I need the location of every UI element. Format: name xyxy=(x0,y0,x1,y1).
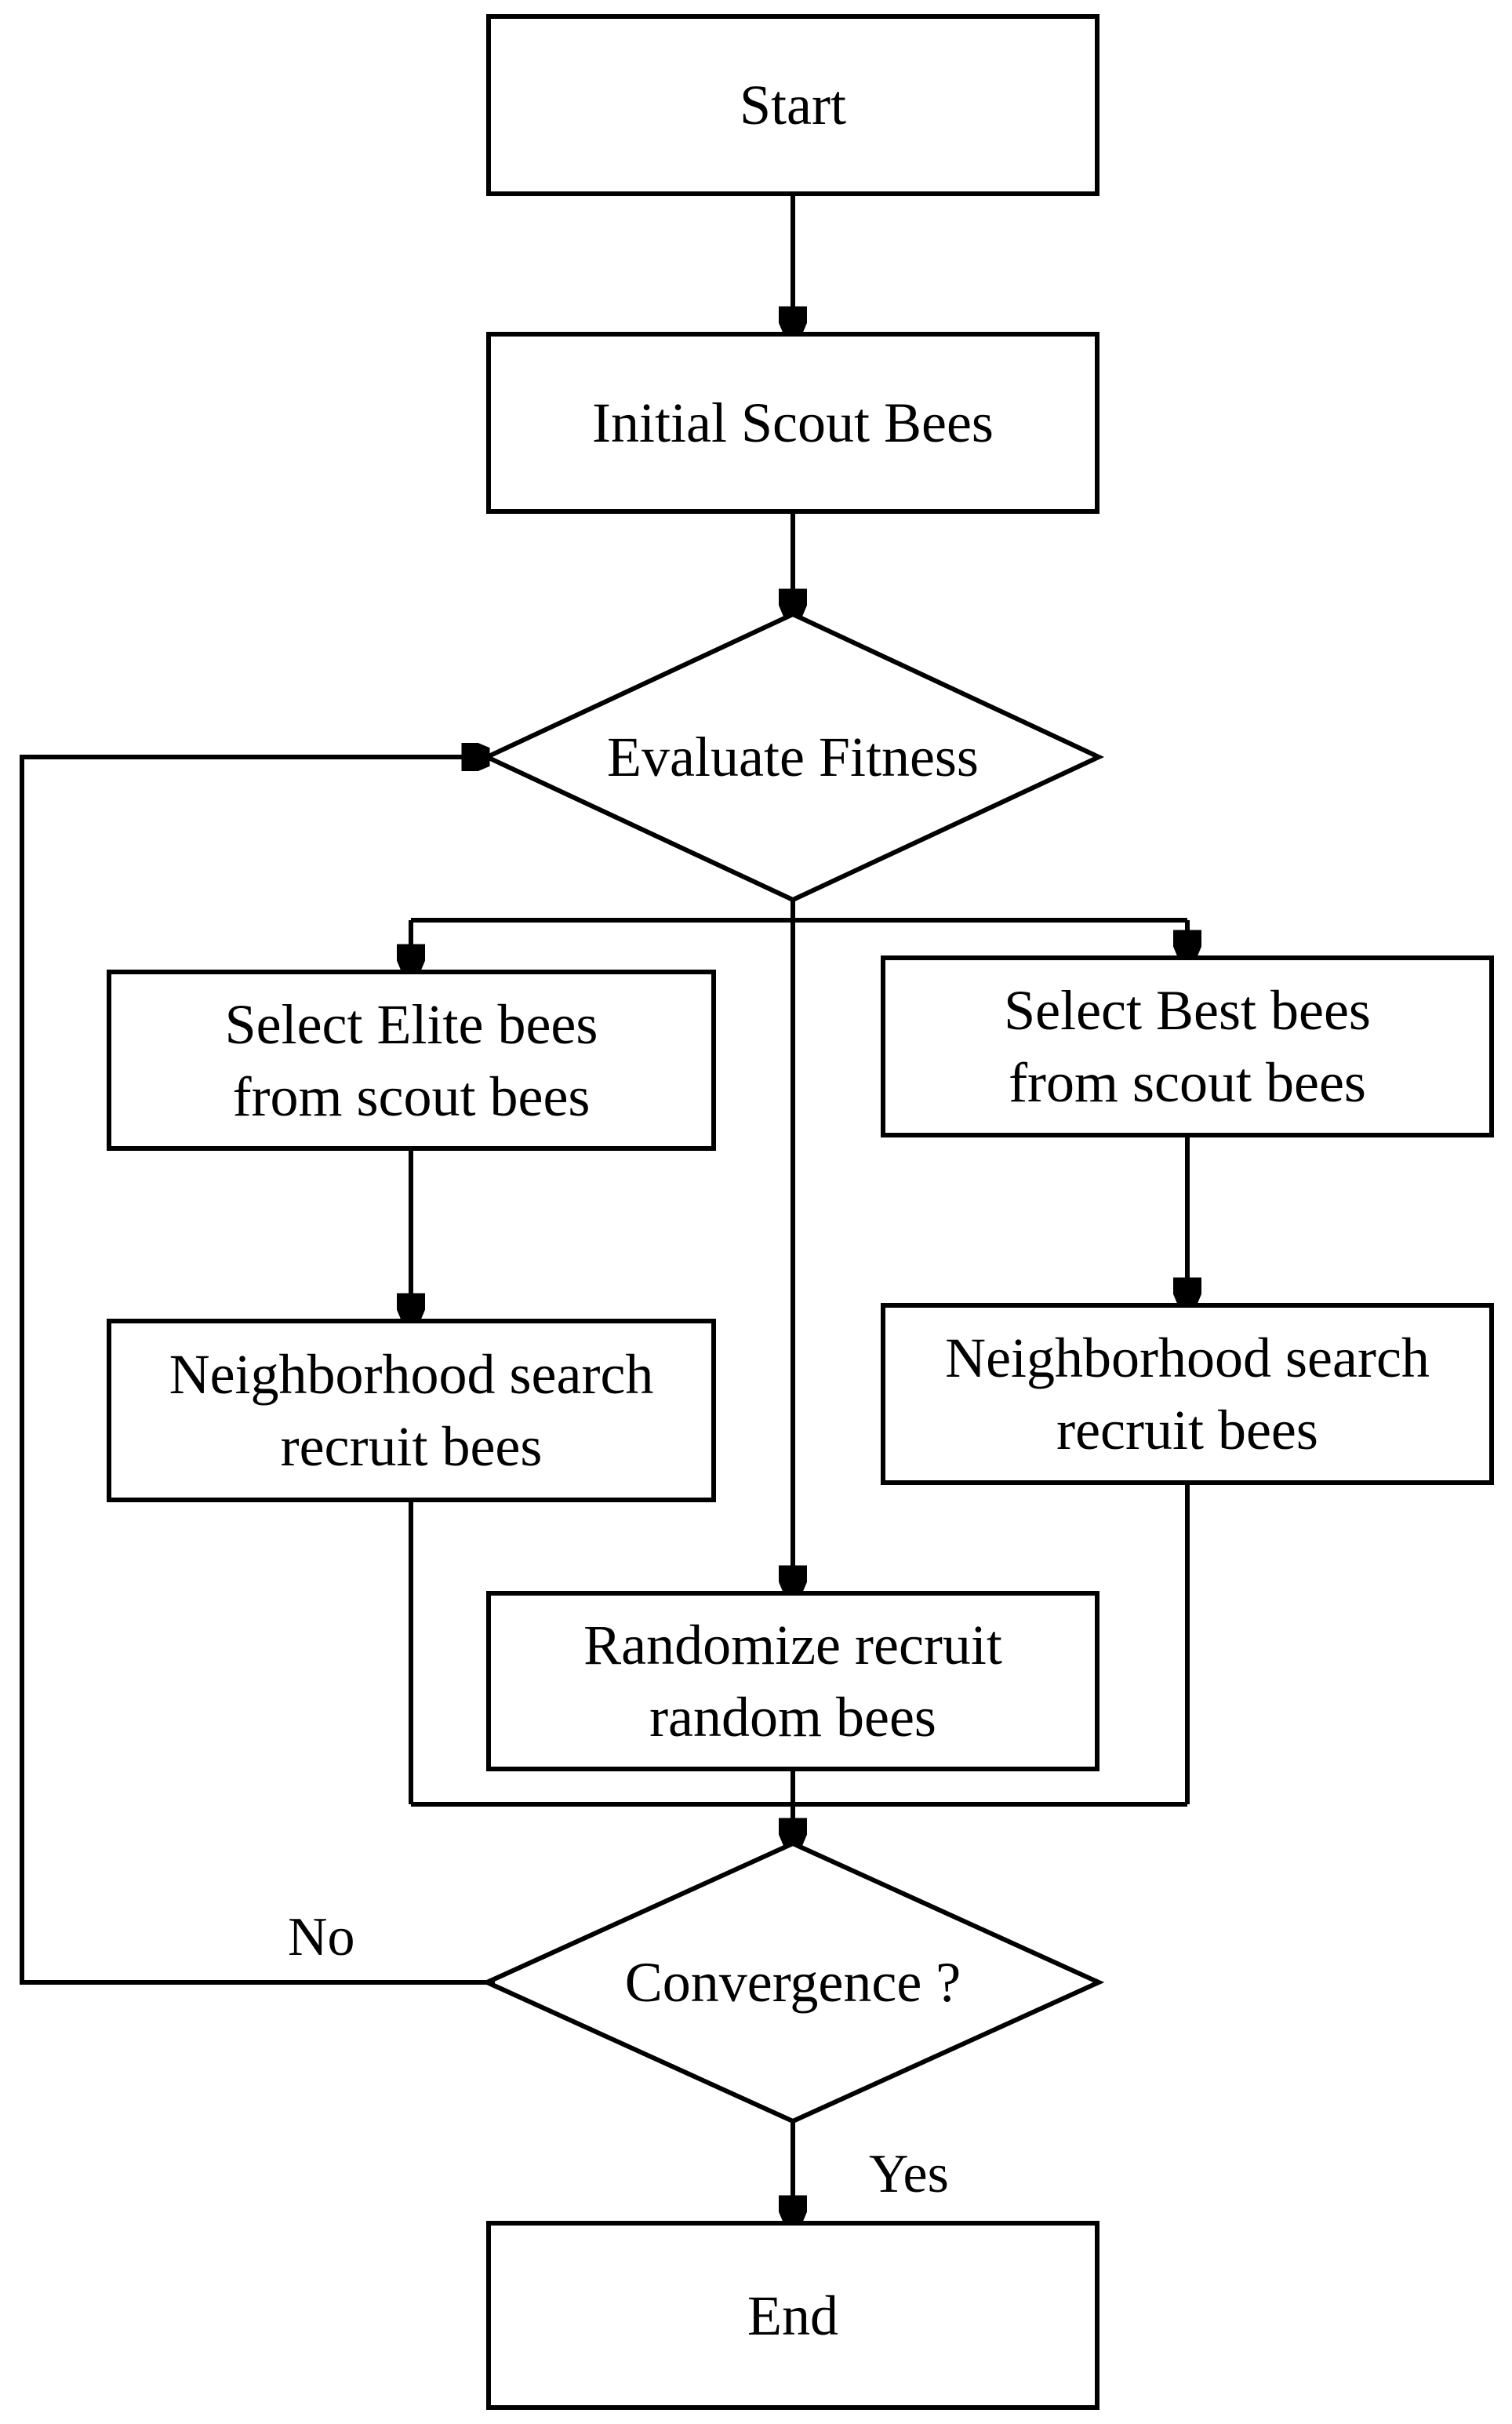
node-select-best-line1: Select Best bees xyxy=(1004,979,1371,1042)
node-neighborhood-search-left: Neighborhood search recruit bees xyxy=(107,1319,716,1502)
node-select-elite-line1: Select Elite bees xyxy=(224,992,598,1056)
node-neigh-left-line1: Neighborhood search xyxy=(169,1343,654,1406)
node-randomize-line1: Randomize recruit xyxy=(583,1614,1002,1676)
node-neighborhood-search-right: Neighborhood search recruit bees xyxy=(881,1303,1494,1485)
node-select-elite-bees: Select Elite bees from scout bees xyxy=(107,970,716,1151)
node-randomize-line2: random bees xyxy=(649,1686,936,1749)
node-select-elite-line2: from scout bees xyxy=(232,1065,591,1128)
node-neigh-right-line2: recruit bees xyxy=(1056,1399,1318,1461)
node-select-best-line2: from scout bees xyxy=(1009,1051,1366,1114)
node-end: End xyxy=(486,2221,1099,2410)
node-initial-scout-bees: Initial Scout Bees xyxy=(486,332,1099,514)
node-select-best-bees: Select Best bees from scout bees xyxy=(881,955,1494,1137)
node-end-label: End xyxy=(747,2284,838,2347)
node-evaluate-fitness-label: Evaluate Fitness xyxy=(607,726,979,788)
node-initial-label: Initial Scout Bees xyxy=(592,391,994,454)
node-neigh-left-line2: recruit bees xyxy=(280,1415,543,1478)
node-start-label: Start xyxy=(740,74,846,136)
no-branch-label: No xyxy=(288,1907,355,1967)
node-neigh-right-line1: Neighborhood search xyxy=(945,1327,1430,1389)
yes-branch-label: Yes xyxy=(869,2144,949,2204)
edge-no-loop xyxy=(20,757,495,1985)
node-start: Start xyxy=(486,14,1099,196)
node-randomize-recruit: Randomize recruit random bees xyxy=(486,1591,1099,1771)
node-convergence-label: Convergence ? xyxy=(624,1951,961,2014)
